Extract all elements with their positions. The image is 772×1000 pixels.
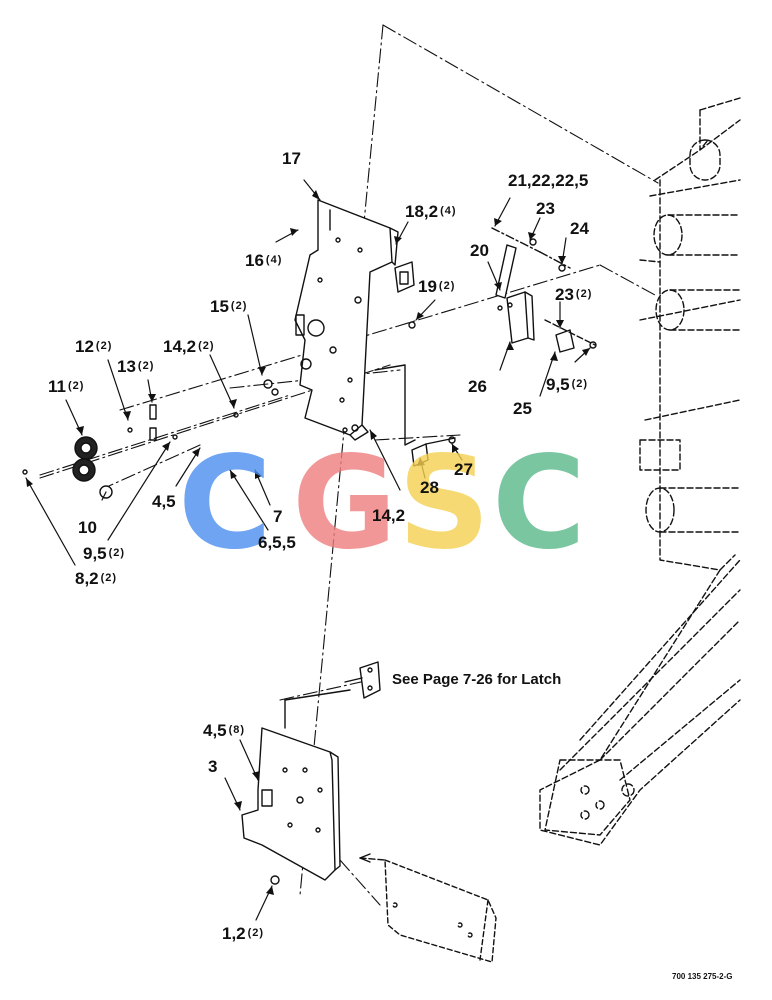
latch-reference-note: See Page 7-26 for Latch <box>392 671 562 688</box>
callout-6-5-5: 6,5,5 <box>258 533 296 552</box>
callout-7: 7 <box>273 507 283 526</box>
hardware <box>22 238 597 475</box>
callout-15: 15(2) <box>210 297 248 316</box>
callout-16: 16(4) <box>245 251 283 270</box>
callout-1-2: 1,2(2) <box>222 924 265 943</box>
callout-10: 10 <box>78 518 97 537</box>
latch-bracket <box>344 661 381 699</box>
callout-13: 13(2) <box>117 357 155 376</box>
callout-9-5-a: 9,5(2) <box>83 544 126 563</box>
bracket-27-28 <box>374 364 456 467</box>
bracket-25 <box>544 319 596 353</box>
callout-26: 26 <box>468 377 487 396</box>
callout-28: 28 <box>420 478 439 497</box>
callout-23-a: 23 <box>536 199 555 218</box>
arrowheads <box>26 190 590 895</box>
drawing-part-number: 700 135 275-2-G <box>672 972 733 981</box>
callout-27: 27 <box>454 460 473 479</box>
callout-4-5-a: 4,5 <box>152 492 176 511</box>
callout-3: 3 <box>208 757 218 776</box>
dashed-cover <box>384 859 497 963</box>
callout-18: 18,2(4) <box>405 202 457 221</box>
callout-25: 25 <box>513 399 532 418</box>
callout-14-2-a: 14,2(2) <box>163 337 215 356</box>
side-panel-upper <box>294 199 399 441</box>
callout-14-2-b: 14,2 <box>372 506 406 525</box>
watermark-letter-c2: C <box>492 429 586 578</box>
callout-12: 12(2) <box>75 337 113 356</box>
callout-4-5-b: 4,5(8) <box>203 721 246 740</box>
callout-24: 24 <box>570 219 589 238</box>
callout-8-2: 8,2(2) <box>75 569 118 588</box>
lower-panel <box>241 689 351 885</box>
watermark-letter-s: S <box>398 429 491 578</box>
callout-19: 19(2) <box>418 277 456 296</box>
callout-20: 20 <box>470 241 489 260</box>
callout-11: 11(2) <box>48 377 85 396</box>
baler-frame <box>539 97 741 846</box>
watermark-letter-c1: C <box>178 429 272 578</box>
callout-17: 17 <box>282 149 301 168</box>
callout-21-22-22-5: 21,22,22,5 <box>508 171 589 190</box>
bracket-18 <box>394 261 415 293</box>
callout-23-b: 23(2) <box>555 285 593 304</box>
gears-11 <box>72 436 113 499</box>
callout-9-5-b: 9,5(2) <box>546 375 589 394</box>
watermark-letter-g: G <box>292 429 398 578</box>
